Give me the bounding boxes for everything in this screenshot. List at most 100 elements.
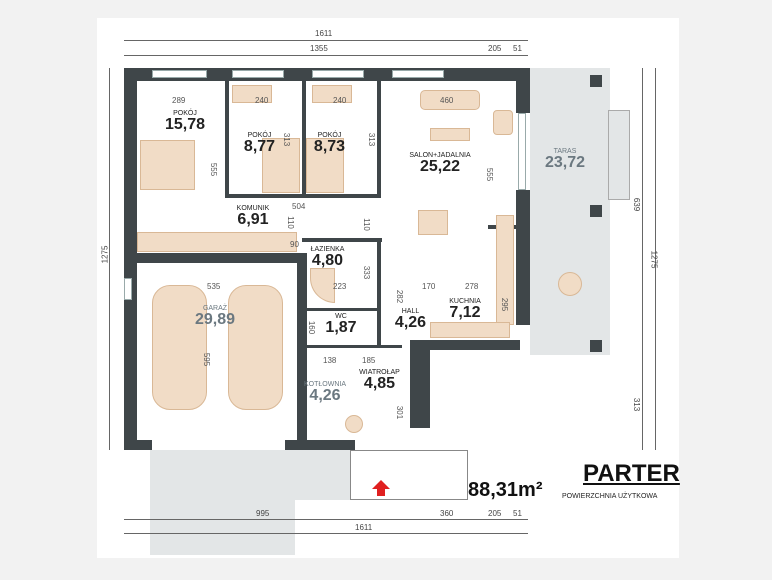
wall-bottom — [124, 440, 152, 450]
room-area: 29,89 — [194, 311, 236, 328]
room-name: POKÓJ — [173, 110, 197, 117]
planter — [295, 450, 350, 500]
room-name: KOMUNIK — [236, 205, 270, 212]
interior-wall — [377, 238, 381, 348]
wall-hall — [410, 340, 430, 428]
window — [312, 70, 364, 78]
room-area: 1,87 — [325, 319, 357, 336]
wall-kitchen-bottom — [410, 340, 520, 350]
room-name: SALON+JADALNIA — [409, 152, 471, 159]
dim-top-51: 51 — [513, 44, 522, 53]
inner-dim: 289 — [172, 96, 186, 105]
inner-dim: 313 — [367, 132, 377, 147]
inner-dim: 295 — [500, 297, 510, 312]
wall-garage-top — [137, 253, 307, 263]
dim-line — [124, 55, 528, 56]
wall-left — [124, 68, 137, 450]
car — [228, 285, 283, 410]
armchair — [493, 110, 513, 135]
inner-dim: 90 — [290, 240, 299, 249]
inner-dim: 240 — [255, 96, 269, 105]
window — [392, 70, 444, 78]
window — [152, 70, 207, 78]
inner-dim: 110 — [285, 216, 295, 229]
room-area: 4,80 — [311, 252, 344, 269]
plan-subtitle: POWIERZCHNIA UŻYTKOWA — [562, 493, 658, 500]
inner-dim: 278 — [465, 282, 479, 291]
room-area: 4,26 — [309, 387, 341, 404]
dim-right-639: 639 — [632, 197, 642, 212]
inner-dim: 110 — [361, 218, 371, 231]
coffee-table — [430, 128, 470, 141]
dim-line — [655, 68, 656, 450]
inner-dim: 185 — [362, 356, 376, 365]
wall-garage-right — [297, 253, 307, 450]
room-name: POKÓJ — [247, 132, 272, 139]
dim-top-total: 1611 — [315, 29, 333, 38]
interior-wall — [225, 81, 229, 196]
inner-dim: 282 — [395, 289, 405, 304]
room-name: KUCHNIA — [449, 298, 481, 305]
dim-bottom-total: 1611 — [355, 523, 373, 532]
plan-title: PARTER — [583, 460, 680, 487]
inner-dim: 240 — [333, 96, 347, 105]
dim-line — [124, 533, 528, 534]
inner-dim: 535 — [207, 282, 221, 291]
terrace-pillar — [590, 205, 602, 217]
boiler — [345, 415, 363, 433]
room-area: 25,22 — [419, 158, 461, 175]
room-name: GARAŻ — [202, 305, 228, 312]
room-name: WIATROŁAP — [359, 369, 400, 376]
inner-dim: 170 — [422, 282, 436, 291]
room-area: 23,72 — [544, 154, 586, 171]
dim-right-total: 1275 — [649, 250, 659, 269]
room-name: WC — [335, 313, 347, 320]
entrance-arrow-icon — [372, 480, 390, 489]
interior-wall — [302, 238, 382, 242]
dim-bottom-995: 995 — [256, 509, 270, 518]
inner-dim: 555 — [209, 162, 219, 177]
inner-dim: 333 — [362, 265, 372, 280]
interior-wall — [307, 345, 402, 348]
dim-left-total: 1275 — [100, 245, 110, 264]
room-area: 4,26 — [394, 314, 427, 331]
inner-dim: 313 — [282, 132, 292, 147]
room-area: 8,73 — [313, 138, 346, 155]
entrance-arrow-icon — [377, 489, 385, 496]
dim-line — [124, 40, 528, 41]
inner-dim: 555 — [485, 167, 495, 182]
room-name: HALL — [401, 308, 420, 315]
dim-top-main: 1355 — [310, 44, 328, 53]
room-area: 4,85 — [363, 375, 396, 392]
window — [124, 278, 132, 300]
terrace-pillar — [590, 340, 602, 352]
interior-wall — [225, 194, 381, 198]
terrace-steps — [608, 110, 630, 200]
dim-bottom-205: 205 — [488, 509, 502, 518]
interior-wall — [302, 81, 306, 196]
dim-line — [109, 68, 110, 450]
room-name: POKÓJ — [317, 132, 342, 139]
bed — [140, 140, 195, 190]
driveway — [150, 450, 295, 555]
dim-top-205: 205 — [488, 44, 502, 53]
room-name: KOTŁOWNIA — [303, 381, 346, 388]
dim-bottom-51: 51 — [513, 509, 522, 518]
car — [152, 285, 207, 410]
inner-dim: 595 — [202, 352, 212, 367]
wardrobe — [137, 232, 297, 252]
terrace-door — [518, 113, 526, 190]
wall-right — [516, 190, 530, 325]
room-area: 8,77 — [243, 138, 276, 155]
